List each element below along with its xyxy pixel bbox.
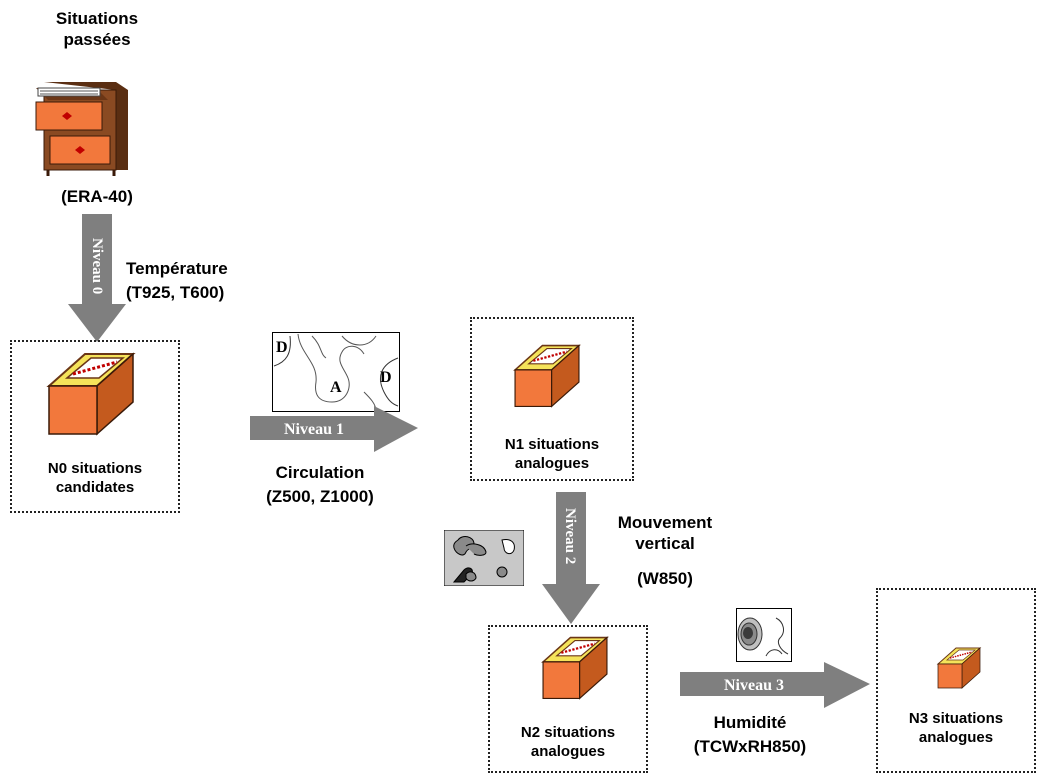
map-low-label-right: D	[380, 369, 392, 386]
arrow-niveau-0: Niveau 0	[68, 214, 126, 342]
box-n1-label: N1 situations analogues	[504, 436, 600, 472]
step-2-params: (W850)	[637, 569, 693, 588]
step-0-params: (T925, T600)	[126, 283, 225, 302]
drawer-icon	[513, 344, 581, 408]
source-title: Situations passées	[55, 9, 139, 50]
step-0-variable: Température	[126, 259, 228, 278]
arrow-niveau-2: Niveau 2	[542, 492, 600, 624]
box-n2-label: N2 situations analogues	[520, 724, 616, 760]
map-low-label-left: D	[276, 339, 288, 356]
box-n0-label: N0 situations candidates	[47, 460, 143, 496]
pressure-map-icon: D A D	[272, 332, 400, 412]
arrow-niveau-3: Niveau 3	[680, 662, 870, 708]
arrow-label-niveau-1: Niveau 1	[284, 421, 344, 438]
filing-cabinet-icon	[35, 82, 128, 176]
arrow-label-niveau-2: Niveau 2	[562, 508, 578, 564]
step-1-variable: Circulation	[275, 463, 365, 482]
source-dataset: (ERA-40)	[61, 187, 133, 206]
arrow-label-niveau-3: Niveau 3	[724, 677, 784, 694]
box-n2	[488, 625, 648, 773]
map-high-label: A	[330, 379, 342, 396]
step-1-params: (Z500, Z1000)	[266, 487, 374, 506]
step-2-variable: Mouvement vertical	[617, 513, 713, 554]
box-n1	[470, 317, 634, 481]
arrow-label-niveau-0: Niveau 0	[89, 238, 105, 294]
drawer-icon	[46, 352, 136, 436]
box-n3	[876, 588, 1036, 773]
box-n3-label: N3 situations analogues	[908, 710, 1004, 746]
step-3-variable: Humidité	[713, 713, 787, 732]
humidity-map-icon	[736, 608, 792, 662]
step-3-params: (TCWxRH850)	[693, 737, 807, 756]
drawer-icon	[936, 647, 982, 689]
drawer-icon	[541, 636, 609, 700]
box-n0	[10, 340, 180, 513]
arrow-niveau-1: Niveau 1	[250, 406, 418, 452]
vertical-motion-map-icon	[444, 530, 524, 586]
